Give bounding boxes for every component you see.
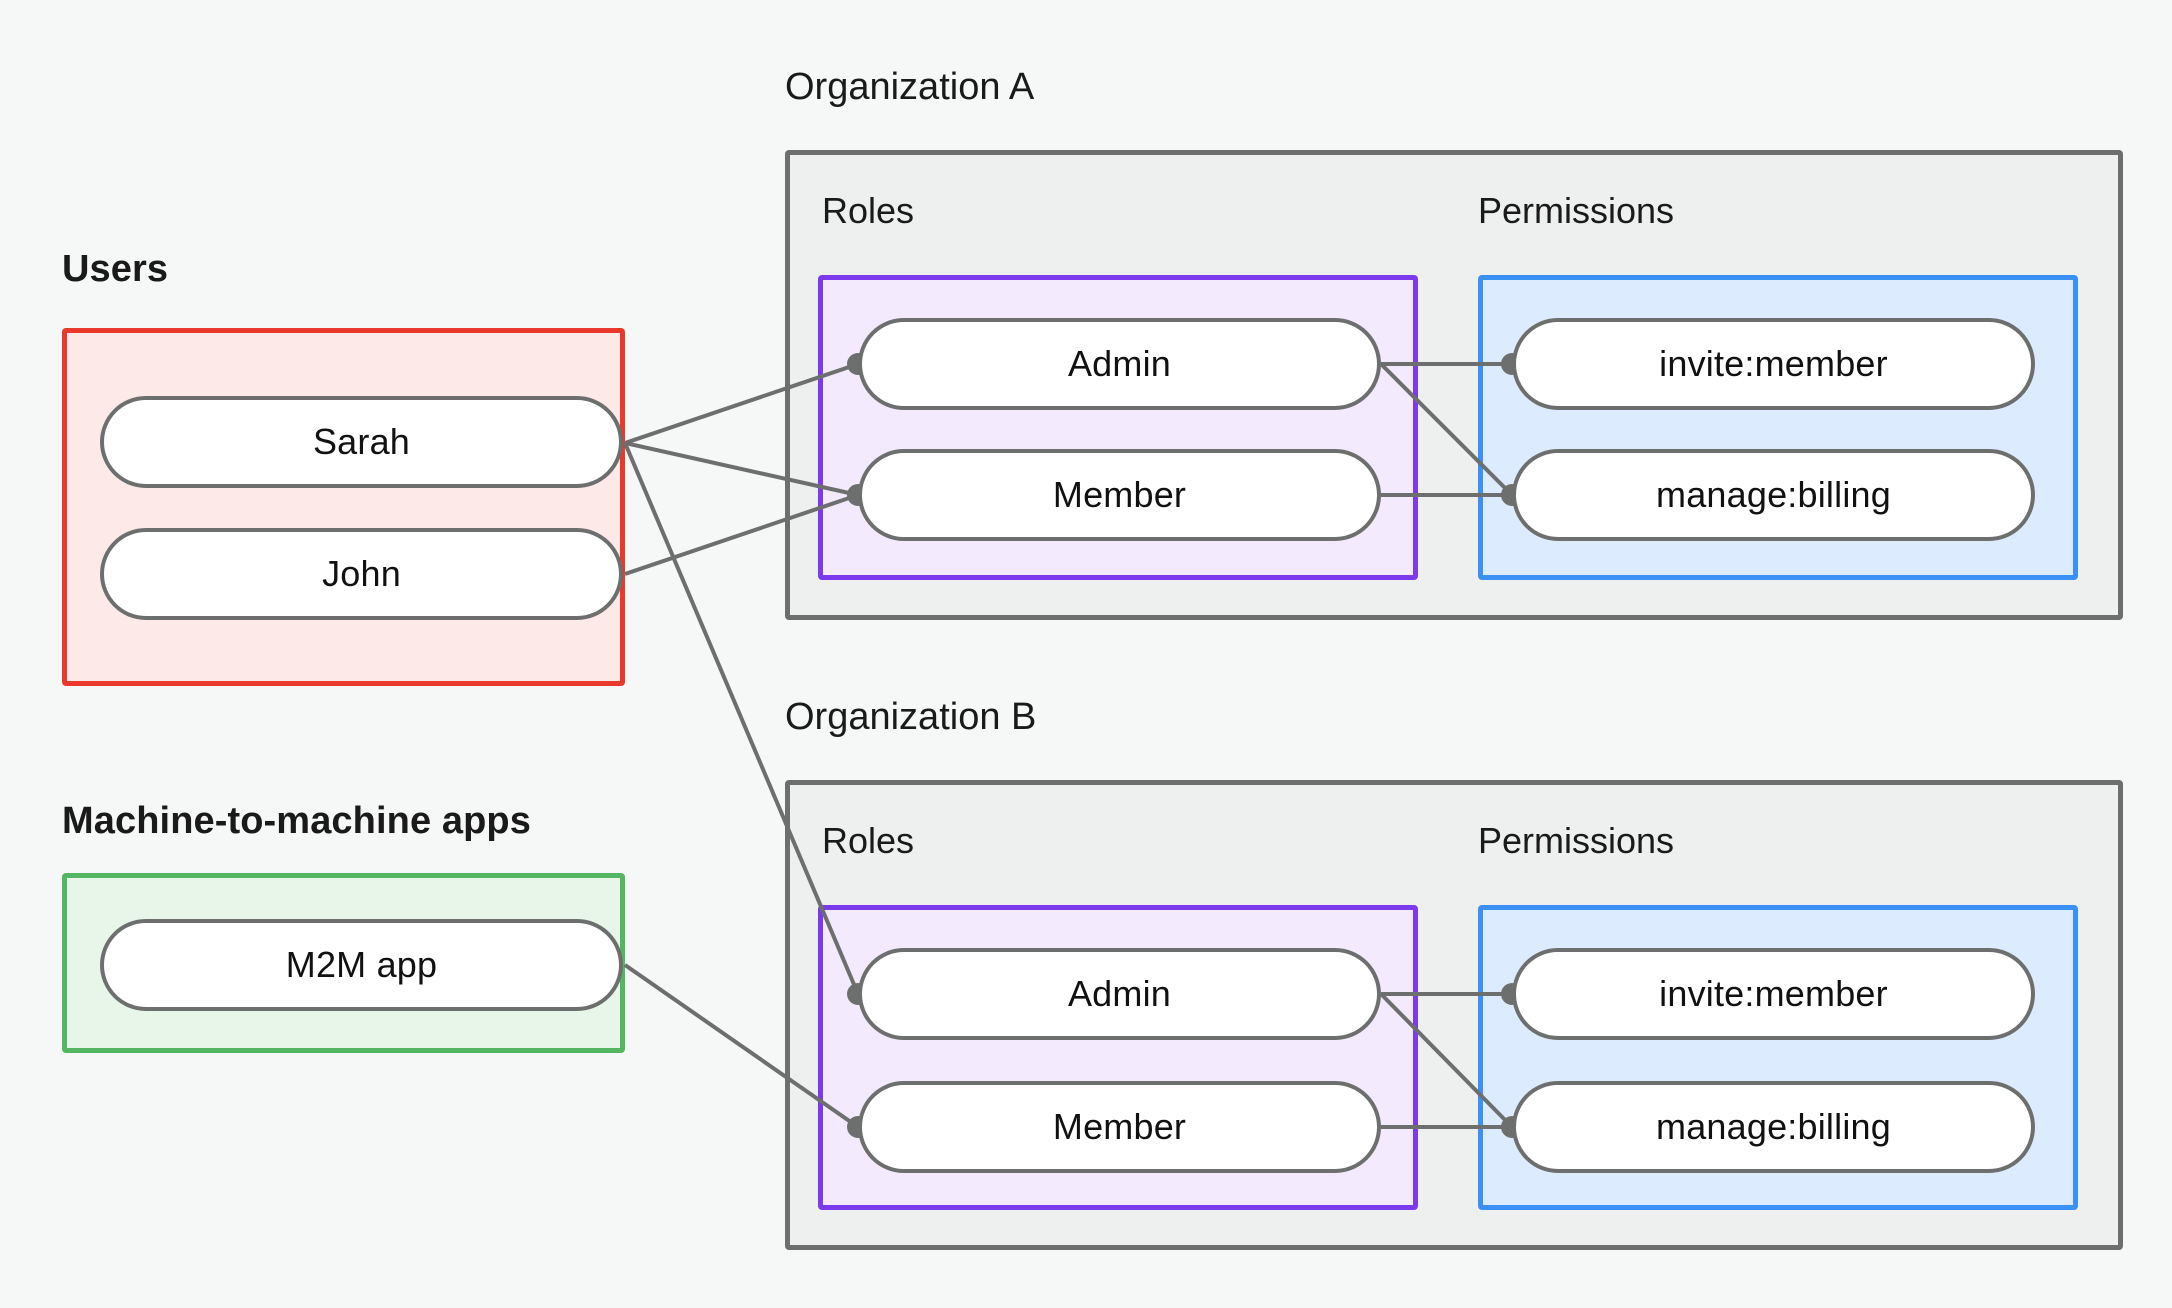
org-a-role-member[interactable]: Member — [858, 449, 1381, 541]
m2m-node-app[interactable]: M2M app — [100, 919, 623, 1011]
org-a-permissions-title: Permissions — [1478, 190, 1675, 231]
org-a-role-admin[interactable]: Admin — [858, 318, 1381, 410]
org-b-permission-manage-billing[interactable]: manage:billing — [1512, 1081, 2035, 1173]
org-b-role-member[interactable]: Member — [858, 1081, 1381, 1173]
user-node-sarah[interactable]: Sarah — [100, 396, 623, 488]
user-node-john[interactable]: John — [100, 528, 623, 620]
org-a-title: Organization A — [785, 66, 1035, 108]
org-b-permission-invite-member[interactable]: invite:member — [1512, 948, 2035, 1040]
org-a-roles-title: Roles — [822, 190, 915, 231]
org-b-permissions-title: Permissions — [1478, 820, 1675, 861]
users-group-title: Users — [62, 248, 169, 290]
org-b-roles-title: Roles — [822, 820, 915, 861]
org-a-permission-invite-member[interactable]: invite:member — [1512, 318, 2035, 410]
users-container — [62, 328, 625, 686]
m2m-group-title: Machine-to-machine apps — [62, 800, 531, 842]
org-a-permission-manage-billing[interactable]: manage:billing — [1512, 449, 2035, 541]
org-b-title: Organization B — [785, 696, 1037, 738]
org-b-role-admin[interactable]: Admin — [858, 948, 1381, 1040]
